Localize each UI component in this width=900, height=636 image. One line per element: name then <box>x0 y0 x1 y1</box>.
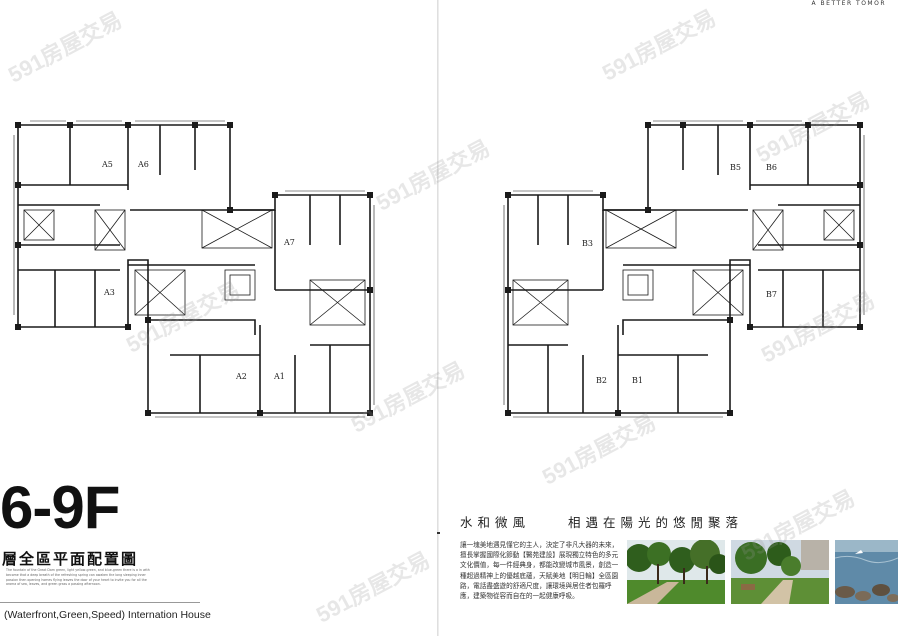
floor-plan-right: B5 B6 B3 B7 B2 B1 <box>498 115 878 425</box>
divider-rule <box>0 602 200 603</box>
unit-label-b6: B6 <box>766 163 777 172</box>
unit-label-b7: B7 <box>766 290 777 299</box>
unit-label-a7: A7 <box>283 238 295 247</box>
unit-label-a5: A5 <box>101 160 113 169</box>
watermark: 591房屋交易 <box>598 5 720 86</box>
section-marker <box>437 532 440 534</box>
unit-label-b5: B5 <box>730 163 741 172</box>
unit-label-a3: A3 <box>103 288 115 297</box>
unit-label-a6: A6 <box>137 160 149 169</box>
unit-label-b1: B1 <box>632 376 643 385</box>
headline-left: 水和微風 <box>460 515 531 530</box>
watermark: 591房屋交易 <box>312 547 434 628</box>
page-gutter <box>437 0 439 636</box>
headline-right: 相遇在陽光的悠閒聚落 <box>568 515 744 530</box>
intro-paragraph: The fountain of the Great Dam green, lig… <box>6 568 150 587</box>
unit-label-a2: A2 <box>235 372 247 381</box>
park-photo <box>627 540 725 604</box>
floor-plan-right-drawing: B5 B6 B3 B7 B2 B1 <box>503 120 865 418</box>
watermark: 591房屋交易 <box>4 7 126 88</box>
floor-subtitle: 層全區平面配置圖 <box>2 550 139 568</box>
body-text: 讓一塊美地遇見懂它的主人，決定了非凡大器的未來，擅長掌握國際化節動【醫苑建設】展… <box>460 541 619 601</box>
unit-label-a1: A1 <box>273 372 285 381</box>
waterfront-photo <box>835 540 898 604</box>
unit-label-b2: B2 <box>596 376 607 385</box>
floor-plan-left: A5 A6 A7 A3 A2 A1 <box>10 115 390 425</box>
tagline: (Waterfront,Green,Speed) Internation Hou… <box>4 609 211 621</box>
floor-plan-left-drawing: A5 A6 A7 A3 A2 A1 <box>13 120 375 418</box>
unit-label-b3: B3 <box>582 239 593 248</box>
brand-tag: A BETTER TOMOR <box>811 0 886 7</box>
floor-label: 6-9F <box>0 474 120 541</box>
garden-photo <box>731 540 829 604</box>
